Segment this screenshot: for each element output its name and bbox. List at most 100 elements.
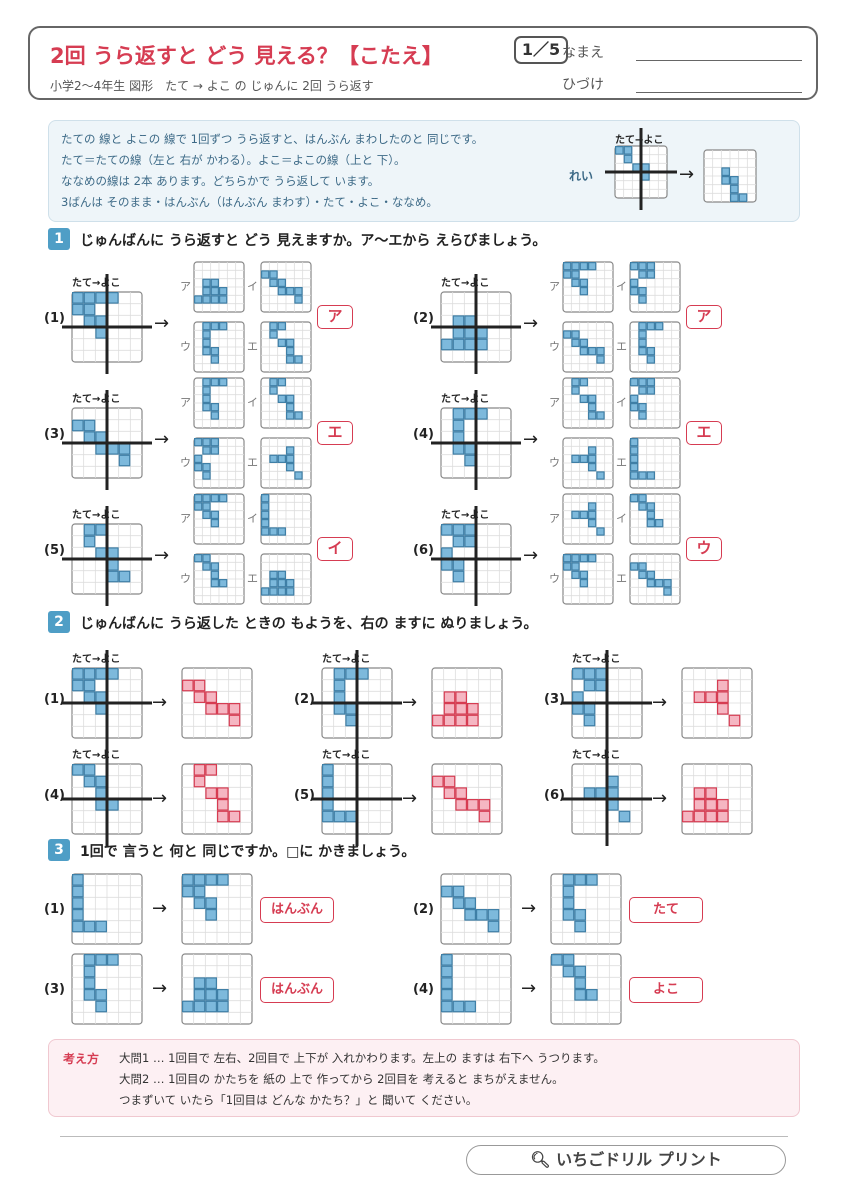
- filled-cell: [269, 454, 278, 463]
- filled-cell: [464, 908, 476, 921]
- filled-cell: [571, 554, 580, 563]
- filled-cell: [571, 338, 580, 347]
- filled-cell: [95, 547, 107, 559]
- filled-cell: [277, 454, 286, 463]
- question-grid: [62, 650, 152, 750]
- filled-cell: [585, 874, 598, 886]
- name-field[interactable]: [636, 60, 802, 61]
- filled-cell: [452, 326, 465, 339]
- option-label: イ: [616, 396, 627, 409]
- filled-cell: [441, 965, 453, 978]
- filled-cell: [443, 691, 456, 703]
- page-number-badge: 1／5: [514, 36, 568, 64]
- axis-label: たて→よこ: [572, 750, 621, 761]
- filled-cell: [72, 885, 84, 898]
- filled-cell: [95, 920, 107, 933]
- filled-cell: [219, 295, 228, 304]
- option-grid: [562, 321, 614, 373]
- filled-cell: [193, 679, 206, 692]
- filled-cell: [452, 535, 465, 548]
- filled-cell: [202, 502, 211, 511]
- filled-cell: [630, 454, 639, 463]
- filled-cell: [83, 775, 96, 788]
- option-grid: [629, 493, 681, 545]
- filled-cell: [596, 471, 605, 480]
- filled-cell: [277, 287, 286, 296]
- axis-label: たて→よこ: [72, 394, 121, 405]
- option-label: ウ: [180, 456, 191, 469]
- filled-cell: [441, 524, 453, 536]
- filled-cell: [72, 679, 84, 692]
- arrow-icon: →: [523, 545, 539, 566]
- filled-cell: [286, 446, 295, 455]
- question-grid: [62, 274, 152, 374]
- filled-cell: [72, 908, 84, 921]
- question-label: (6): [544, 788, 565, 803]
- filled-cell: [261, 494, 270, 503]
- filled-cell: [210, 287, 219, 296]
- filled-cell: [455, 798, 467, 811]
- hint-heading: 考え方: [63, 1052, 100, 1066]
- filled-cell: [632, 163, 641, 172]
- filled-cell: [202, 438, 211, 447]
- filled-cell: [286, 403, 295, 412]
- filled-cell: [210, 562, 219, 571]
- filled-cell: [588, 554, 597, 563]
- filled-cell: [571, 510, 580, 519]
- answer-grid: [431, 667, 503, 739]
- filled-cell: [563, 562, 572, 571]
- filled-cell: [333, 810, 346, 823]
- filled-cell: [441, 547, 453, 559]
- footer-divider: [60, 1136, 788, 1137]
- filled-cell: [583, 668, 596, 680]
- filled-cell: [641, 163, 650, 172]
- filled-cell: [322, 787, 334, 799]
- option-grid: [260, 377, 312, 429]
- filled-cell: [583, 679, 596, 692]
- question-grid: [562, 746, 652, 846]
- section-2-number: 2: [48, 611, 70, 633]
- option-label: イ: [247, 280, 258, 293]
- arrow-icon: →: [679, 164, 695, 185]
- option-grid: [629, 437, 681, 489]
- filled-cell: [194, 502, 203, 511]
- section-2-instruction: じゅんばんに うら返した ときの もようを、右の ますに ぬりましょう。: [80, 616, 538, 632]
- filled-cell: [210, 295, 219, 304]
- filled-cell: [730, 176, 739, 185]
- filled-cell: [452, 408, 465, 420]
- date-field[interactable]: [636, 92, 802, 93]
- answer-grid: [181, 667, 253, 739]
- info-line: 3ばんは そのまま・はんぶん（はんぶん まわす）・たて・よこ・ななめ。: [61, 195, 438, 209]
- filled-cell: [638, 347, 647, 356]
- filled-cell: [83, 419, 96, 432]
- hint-line: 大問2 … 1回目の かたちを 紙の 上で 作ってから 2回目を 考えると まち…: [119, 1072, 564, 1086]
- filled-cell: [210, 570, 219, 579]
- question-grid: [440, 873, 512, 945]
- filled-cell: [571, 330, 580, 339]
- filled-cell: [269, 386, 278, 395]
- filled-cell: [563, 330, 572, 339]
- filled-cell: [106, 570, 119, 583]
- filled-cell: [464, 454, 476, 467]
- option-label: エ: [247, 456, 258, 469]
- filled-cell: [202, 394, 211, 403]
- filled-cell: [705, 691, 717, 703]
- filled-cell: [588, 502, 597, 511]
- filled-cell: [202, 386, 211, 395]
- filled-cell: [106, 547, 119, 559]
- filled-cell: [118, 442, 131, 455]
- filled-cell: [716, 798, 729, 811]
- name-label: なまえ: [562, 45, 604, 61]
- filled-cell: [95, 326, 107, 339]
- filled-cell: [202, 554, 211, 563]
- filled-cell: [83, 524, 96, 536]
- filled-cell: [194, 494, 203, 503]
- filled-cell: [72, 303, 84, 316]
- option-label: ア: [549, 280, 560, 293]
- info-line: たて＝たての線（左と 右が かわる）。よこ＝よこの線（上と 下）。: [61, 153, 406, 167]
- question-grid: [71, 953, 143, 1025]
- filled-cell: [475, 338, 488, 351]
- filled-cell: [210, 494, 219, 503]
- arrow-icon: →: [154, 429, 170, 450]
- filled-cell: [83, 303, 96, 316]
